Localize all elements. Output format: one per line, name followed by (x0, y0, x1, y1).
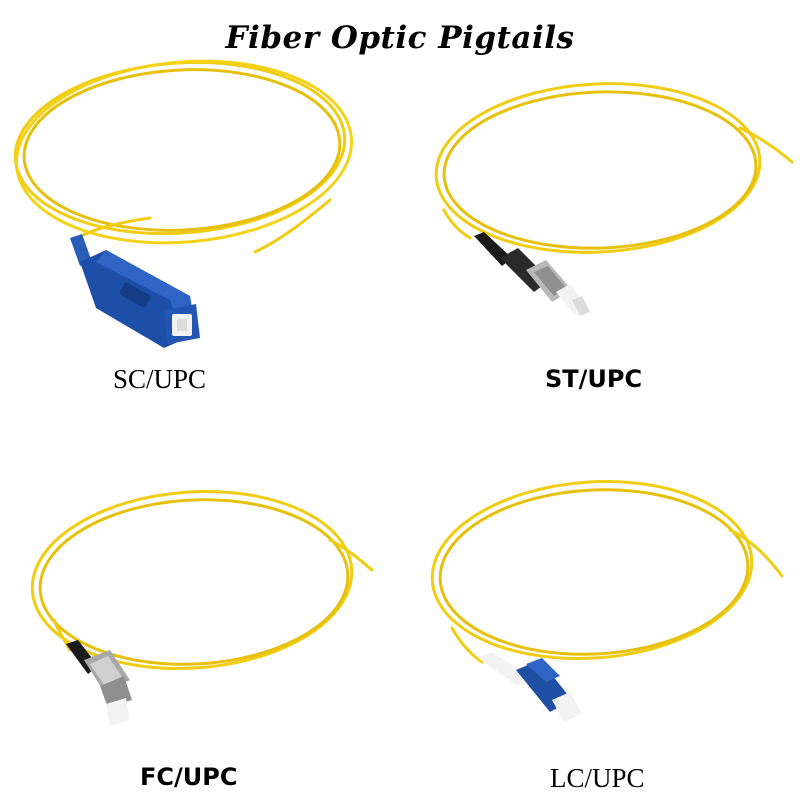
lc-pigtail-image (430, 480, 784, 722)
fiber-coil (30, 490, 374, 670)
product-sc-upc: SC/UPC (0, 0, 400, 400)
product-fc-upc: FC/UPC (0, 400, 400, 800)
sc-pigtail-image (13, 59, 354, 348)
fc-pigtail-image (30, 490, 374, 726)
fiber-coil (13, 59, 354, 254)
page-title: Fiber Optic Pigtails (225, 20, 575, 56)
fc-connector (66, 640, 132, 726)
lc-connector (478, 652, 582, 722)
fiber-coil (434, 82, 794, 254)
sc-connector (70, 234, 200, 348)
st-pigtail-image (434, 82, 794, 316)
product-lc-upc: LC/UPC (400, 400, 800, 800)
product-label-fc-upc: FC/UPC (140, 763, 238, 791)
product-label-lc-upc: LC/UPC (550, 763, 645, 793)
product-label-st-upc: ST/UPC (545, 365, 643, 393)
product-label-sc-upc: SC/UPC (113, 364, 207, 394)
st-connector (474, 232, 590, 316)
product-st-upc: ST/UPC (400, 0, 800, 400)
fiber-coil (430, 480, 784, 664)
